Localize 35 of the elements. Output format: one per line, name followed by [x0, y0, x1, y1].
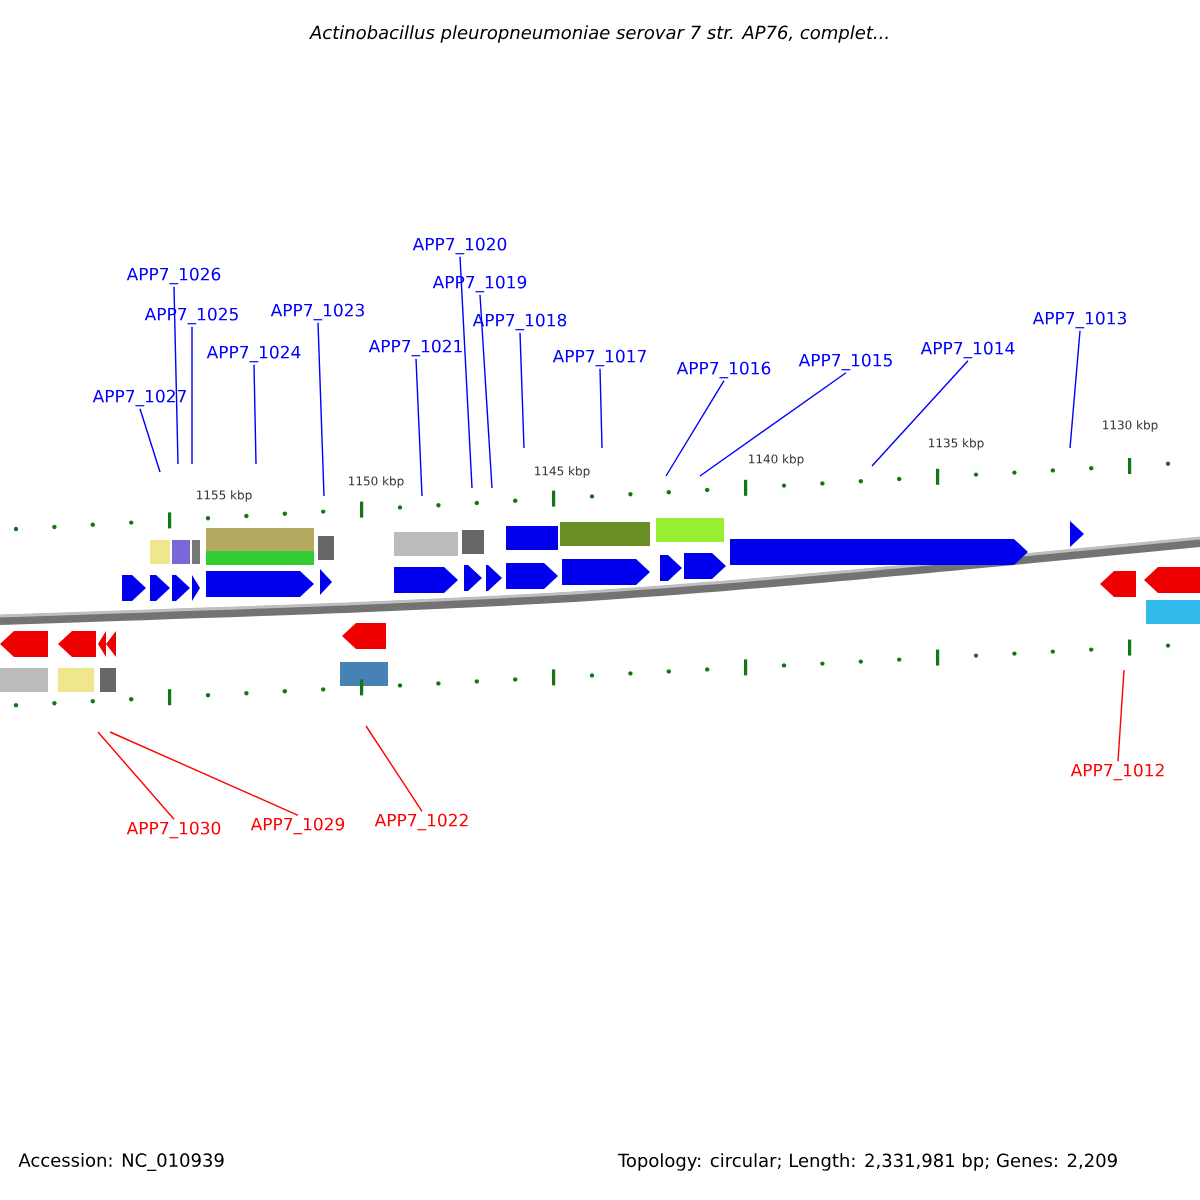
leader-line: [871, 360, 969, 467]
gene-label: APP7_1021: [368, 339, 462, 357]
gene-label: APP7_1013: [1032, 311, 1126, 329]
leader-line: [365, 725, 423, 812]
leader-line: [699, 372, 847, 477]
gene-label: APP7_1020: [412, 237, 507, 255]
title: Actinobacillus pleuropneumoniae serovar 7 str. AP76, complet...: [309, 25, 888, 43]
leader-line: [191, 326, 193, 465]
leader-line: [139, 408, 161, 473]
leader-line: [459, 256, 473, 489]
gene-label: APP7_1026: [126, 267, 221, 285]
gene-label: APP7_1022: [374, 813, 468, 831]
leader-line: [519, 332, 525, 449]
leader-line: [317, 322, 325, 497]
gene-label: APP7_1029: [250, 817, 345, 835]
info-text: Topology: circular; Length: 2,331,981 bp; Genes: 2,209: [617, 1153, 1117, 1171]
gene-label: APP7_1017: [552, 349, 646, 367]
gene-label: APP7_1023: [270, 303, 364, 321]
leader-line: [1069, 330, 1081, 449]
leader-line: [173, 286, 179, 465]
info-text: Accession: NC_010939: [18, 1153, 224, 1171]
gene-label: APP7_1015: [798, 353, 892, 371]
leader-line: [109, 731, 299, 816]
leader-line: [599, 368, 603, 449]
leader-line: [1117, 669, 1125, 762]
leader-line: [97, 731, 175, 820]
gene-label: APP7_1014: [920, 341, 1015, 359]
leader-line: [415, 358, 423, 497]
gene-label: APP7_1016: [676, 361, 771, 379]
gene-label: APP7_1024: [206, 345, 301, 363]
leader-line: [479, 294, 493, 489]
leader-line: [253, 364, 257, 465]
gene-label: APP7_1012: [1070, 763, 1164, 781]
leader-line: [665, 380, 725, 477]
gene-label: APP7_1030: [126, 821, 221, 839]
